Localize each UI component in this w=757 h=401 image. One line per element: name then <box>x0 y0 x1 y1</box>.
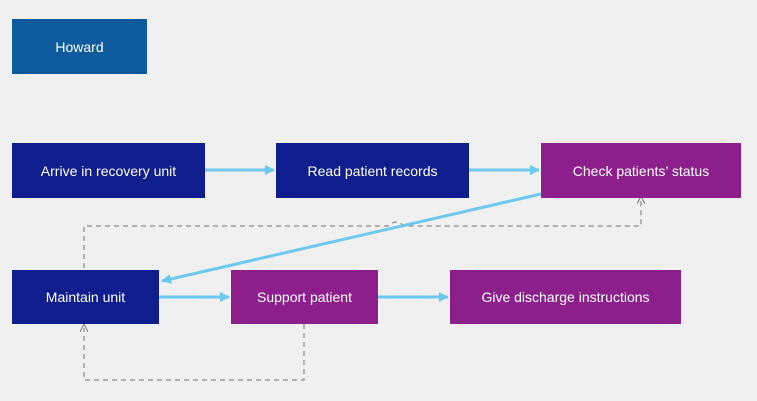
step-read-patient-records: Read patient records <box>276 143 469 198</box>
step-support-patient: Support patient <box>231 270 378 324</box>
step-read-label: Read patient records <box>307 162 438 179</box>
arrow-check-to-maintain <box>161 192 542 284</box>
step-maintain-unit: Maintain unit <box>12 270 159 324</box>
actor-label-box: Howard <box>12 19 147 74</box>
step-give-discharge-instructions: Give discharge instructions <box>450 270 681 324</box>
actor-label: Howard <box>55 38 104 55</box>
step-maintain-label: Maintain unit <box>45 289 126 305</box>
step-arrive-in-recovery-unit: Arrive in recovery unit <box>12 143 205 198</box>
dashed-loop-maintain-to-check <box>83 200 641 268</box>
step-check-patients-status: Check patients’ status <box>541 143 741 198</box>
step-arrive-label: Arrive in recovery unit <box>40 162 177 179</box>
step-check-label: Check patients’ status <box>572 162 710 179</box>
step-discharge-label: Give discharge instructions <box>481 289 650 305</box>
dashed-loop-support-to-maintain <box>84 324 305 381</box>
step-support-label: Support patient <box>257 289 352 305</box>
